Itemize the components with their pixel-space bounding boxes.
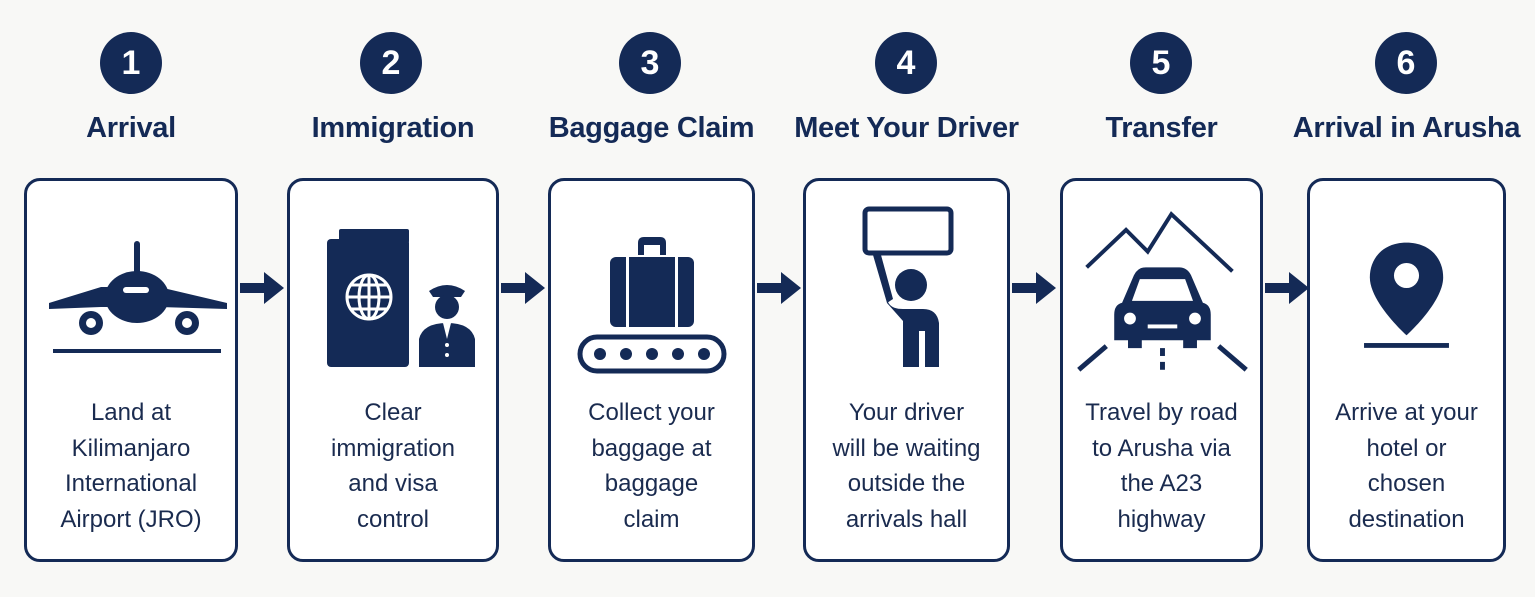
- description-line: and visa: [348, 470, 438, 497]
- step-title: Meet Your Driver: [794, 112, 1019, 144]
- description-line: highway: [1117, 505, 1206, 533]
- description-line: the A23: [1120, 470, 1203, 497]
- step-3: 3 Baggage Claim Collect your baggage: [548, 0, 755, 597]
- description-line: Clear: [364, 399, 422, 426]
- arrow-right-icon: [1265, 272, 1309, 304]
- description-line: Kilimanjaro: [71, 434, 191, 462]
- arrow-right-icon: [240, 272, 284, 304]
- passport-officer-icon: [290, 199, 496, 379]
- step-4: 4 Meet Your Driver Your driver will be w…: [794, 0, 1019, 597]
- step-number-badge: 4: [875, 32, 937, 94]
- description-line: Land at: [90, 399, 172, 426]
- description-line: Your driver: [848, 399, 965, 426]
- description-line: International: [64, 470, 198, 497]
- step-number-badge: 5: [1130, 32, 1192, 94]
- description-line: to Arusha via: [1092, 434, 1231, 462]
- description-line: arrivals hall: [845, 505, 968, 533]
- step-card: Land at Kilimanjaro International Airpor…: [24, 178, 238, 562]
- description-line: baggage at: [591, 434, 712, 462]
- step-1: 1 Arrival Land at Kilimanjaro Internatio…: [24, 0, 238, 597]
- step-number-badge: 6: [1375, 32, 1437, 94]
- step-card: Your driver will be waiting outside the …: [803, 178, 1010, 562]
- description-line: immigration: [330, 434, 456, 462]
- step-number-badge: 3: [619, 32, 681, 94]
- description-line: Collect your: [588, 399, 715, 426]
- step-number-badge: 2: [360, 32, 422, 94]
- step-card: Travel by road to Arusha via the A23 hig…: [1060, 178, 1263, 562]
- description-line: chosen: [1367, 470, 1446, 497]
- step-description: Land at Kilimanjaro International Airpor…: [33, 395, 229, 537]
- step-description: Your driver will be waiting outside the …: [812, 395, 1001, 537]
- step-number-badge: 1: [100, 32, 162, 94]
- step-5: 5 Transfer Travel by road t: [1060, 0, 1263, 597]
- description-line: Airport (JRO): [60, 505, 202, 533]
- step-title: Arrival in Arusha: [1292, 112, 1521, 144]
- step-title: Immigration: [311, 112, 475, 144]
- description-line: Travel by road: [1085, 399, 1238, 426]
- description-line: control: [356, 505, 430, 533]
- description-line: Arrive at your: [1335, 399, 1478, 426]
- arrow-right-icon: [757, 272, 801, 304]
- step-card: Arrive at your hotel or chosen destinati…: [1307, 178, 1506, 562]
- description-line: destination: [1348, 505, 1465, 533]
- step-6: 6 Arrival in Arusha Arrive at your hotel…: [1293, 0, 1521, 597]
- step-title: Arrival: [86, 112, 176, 144]
- step-title: Transfer: [1105, 112, 1218, 144]
- description-line: will be waiting: [832, 434, 981, 462]
- step-card: Collect your baggage at baggage claim: [548, 178, 755, 562]
- step-description: Clear immigration and visa control: [296, 395, 490, 537]
- description-line: claim: [623, 505, 680, 533]
- step-2: 2 Immigration: [287, 0, 499, 597]
- arrow-right-icon: [501, 272, 545, 304]
- step-title: Baggage Claim: [548, 112, 755, 144]
- baggage-carousel-icon: [551, 199, 752, 379]
- location-pin-icon: [1310, 199, 1503, 379]
- description-line: baggage: [604, 470, 699, 497]
- step-description: Collect your baggage at baggage claim: [557, 395, 746, 537]
- step-description: Travel by road to Arusha via the A23 hig…: [1069, 395, 1254, 537]
- description-line: hotel or: [1366, 434, 1447, 462]
- arrow-right-icon: [1012, 272, 1056, 304]
- car-road-icon: [1063, 199, 1260, 379]
- airplane-icon: [27, 199, 235, 379]
- driver-sign-icon: [806, 199, 1007, 379]
- description-line: outside the: [847, 470, 966, 497]
- step-description: Arrive at your hotel or chosen destinati…: [1316, 395, 1497, 537]
- step-card: Clear immigration and visa control: [287, 178, 499, 562]
